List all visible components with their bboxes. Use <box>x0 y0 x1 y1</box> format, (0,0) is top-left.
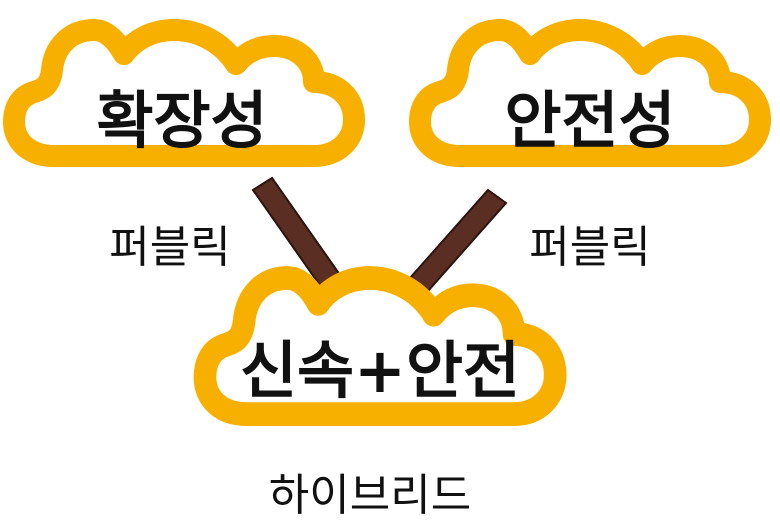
cloud-left-title: 확장성 <box>96 84 267 157</box>
cloud-hybrid: 신속+안전 하이브리드 <box>205 278 555 521</box>
cloud-security: 안전성 퍼블릭 <box>420 30 760 273</box>
cloud-scalability: 확장성 퍼블릭 <box>14 30 354 273</box>
cloud-left-caption: 퍼블릭 <box>109 222 230 273</box>
cloud-bottom-title: 신속+안전 <box>240 334 520 407</box>
cloud-right-title: 안전성 <box>504 84 675 157</box>
cloud-bottom-caption: 하이브리드 <box>269 470 471 521</box>
cloud-right-caption: 퍼블릭 <box>529 222 650 273</box>
